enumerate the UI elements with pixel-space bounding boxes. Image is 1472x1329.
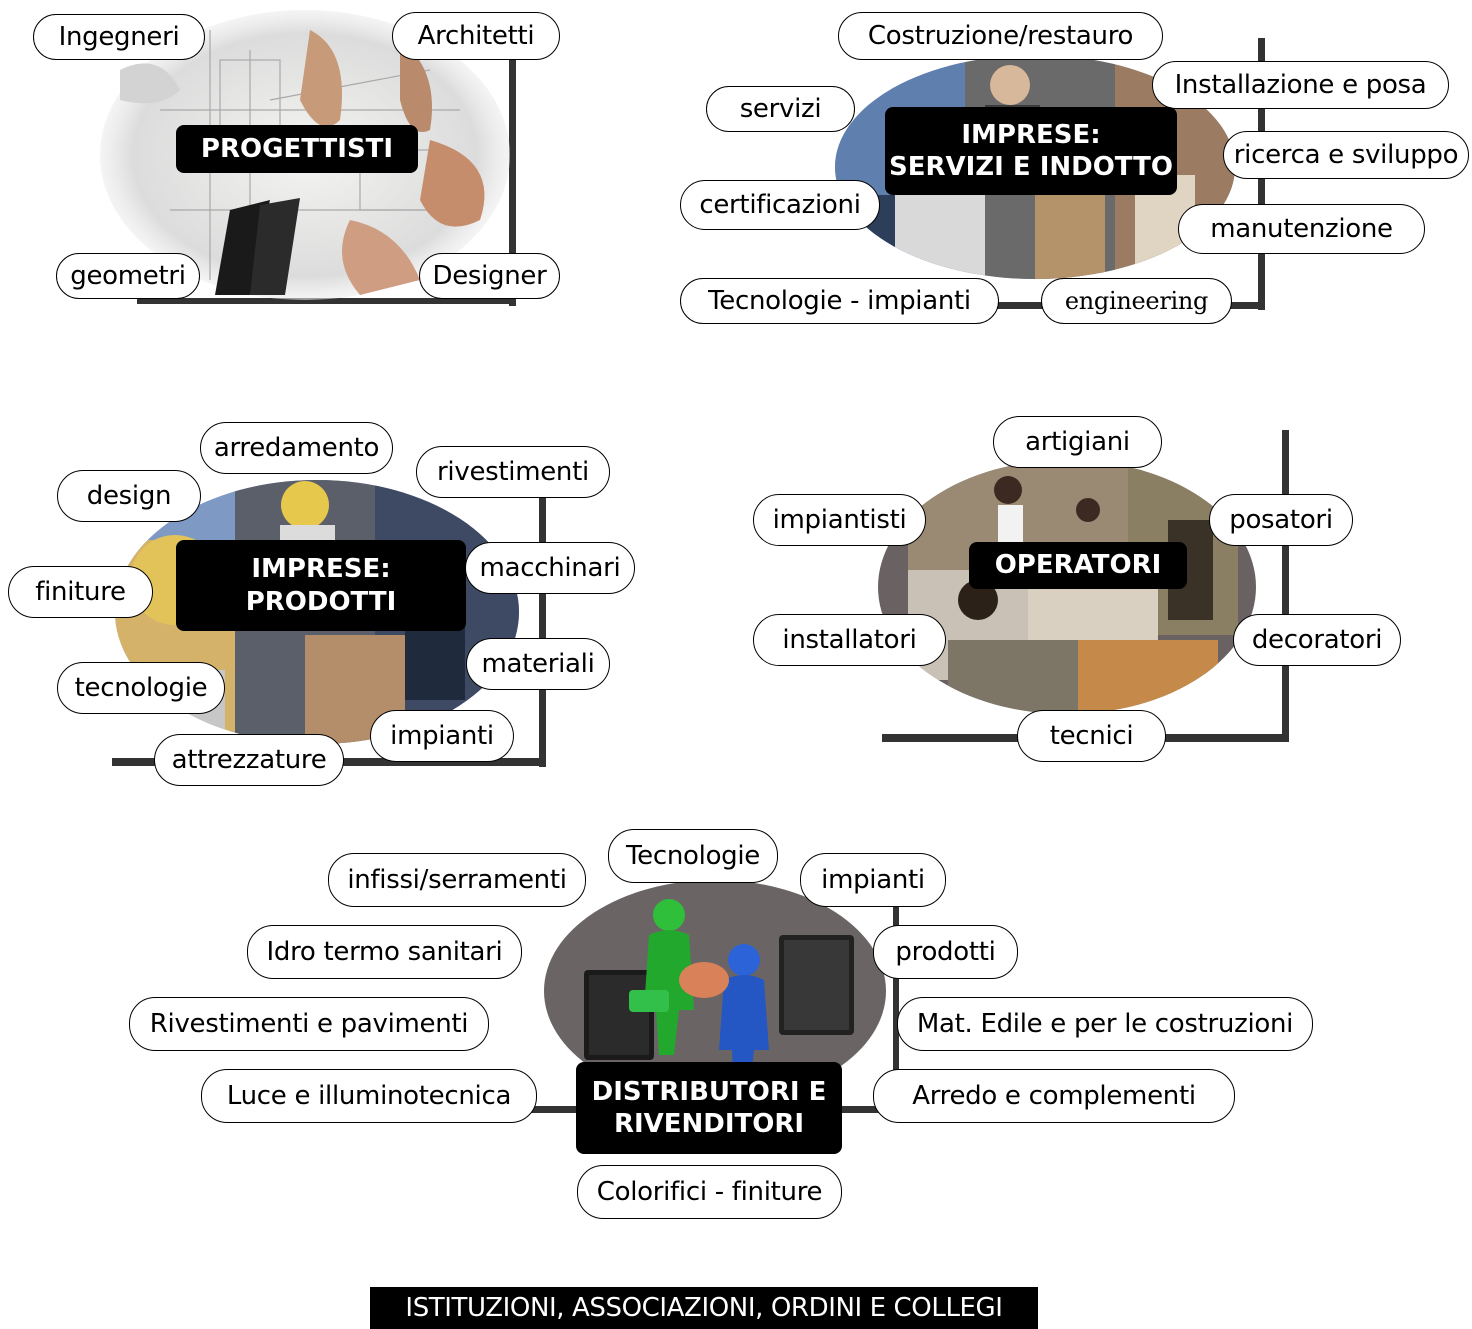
footer-banner: ISTITUZIONI, ASSOCIAZIONI, ORDINI E COLL… [370,1287,1038,1329]
label-tecnologie-dist: Tecnologie [608,829,778,883]
label-attrezzature: attrezzature [154,734,344,786]
label-geometri: geometri [56,253,200,299]
label-idro-termo-sanitari: Idro termo sanitari [247,925,522,979]
label-materiali: materiali [466,638,610,690]
label-prodotti: prodotti [873,925,1018,979]
connector-line [137,298,516,304]
connector-line [893,900,899,1110]
label-installatori: installatori [753,614,946,666]
operatori-title: OPERATORI [969,542,1187,589]
label-infissi-serramenti: infissi/serramenti [328,853,586,907]
distributori-title: DISTRIBUTORI E RIVENDITORI [576,1062,842,1154]
label-finiture: finiture [8,566,153,618]
servizi-title: IMPRESE: SERVIZI E INDOTTO [885,107,1177,195]
label-impianti-dist: impianti [800,853,946,907]
label-mat-edile: Mat. Edile e per le costruzioni [897,997,1313,1051]
label-installazione-posa: Installazione e posa [1152,61,1449,109]
label-impianti: impianti [370,710,514,762]
label-arredamento: arredamento [200,422,393,474]
label-arredo-complementi: Arredo e complementi [873,1069,1235,1123]
label-tecnologie-impianti: Tecnologie - impianti [680,278,999,324]
label-impiantisti: impiantisti [753,494,926,546]
connector-line [530,1106,580,1113]
connector-line [509,58,516,306]
label-certificazioni: certificazioni [680,180,880,230]
label-architetti: Architetti [392,12,560,60]
label-posatori: posatori [1209,494,1353,546]
label-luce-illuminotecnica: Luce e illuminotecnica [201,1069,537,1123]
label-tecnici: tecnici [1017,710,1166,762]
label-artigiani: artigiani [993,416,1162,468]
label-ingegneri: Ingegneri [33,14,205,60]
connector-line [840,1106,900,1113]
label-decoratori: decoratori [1233,614,1401,666]
prodotti-title: IMPRESE: PRODOTTI [176,540,466,631]
label-ricerca-sviluppo: ricerca e sviluppo [1223,131,1469,179]
label-costruzione-restauro: Costruzione/restauro [838,12,1163,60]
connector-line [539,495,546,767]
label-designer: Designer [419,253,560,299]
label-tecnologie: tecnologie [57,662,225,714]
distributori-photo [544,880,886,1102]
progettisti-title: PROGETTISTI [176,125,418,173]
connector-line [1282,430,1289,742]
label-colorifici-finiture: Colorifici - finiture [577,1165,842,1219]
label-engineering: engineering [1041,278,1232,324]
label-design: design [57,470,201,522]
label-rivestimenti: rivestimenti [416,446,610,498]
label-manutenzione: manutenzione [1178,204,1425,254]
label-rivestimenti-pavimenti: Rivestimenti e pavimenti [129,997,489,1051]
label-servizi: servizi [706,86,855,132]
label-macchinari: macchinari [465,542,635,594]
